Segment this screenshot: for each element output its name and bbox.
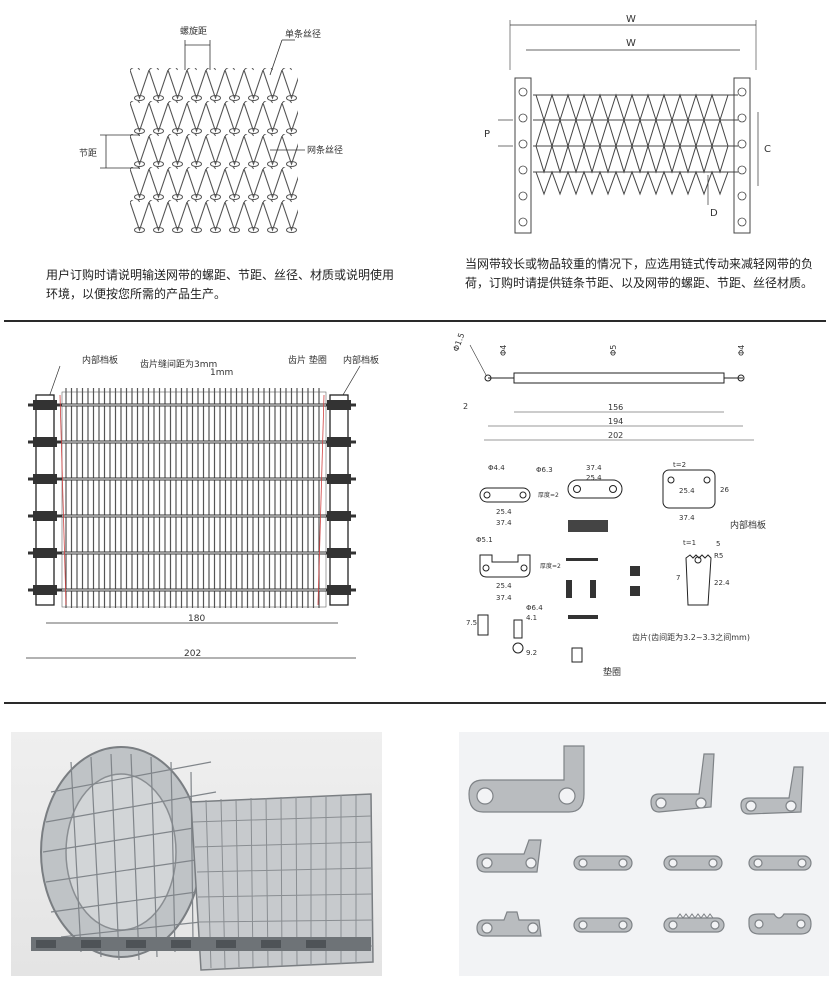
part-d-dim-2: 37.4 (496, 594, 512, 602)
parts-photo-render (468, 745, 812, 937)
spiral-pitch-label: 螺旋距 (180, 25, 207, 37)
dim-202: 202 (184, 649, 201, 659)
inner-guard-right-label: 内部档板 (343, 354, 379, 366)
dim-d: D (710, 208, 718, 219)
thickness-2b: 厚度=2 (540, 562, 561, 570)
mesh-wire-label: 网条丝径 (307, 144, 343, 156)
part-b-dim-2: 25.4 (586, 474, 602, 482)
single-wire-label: 单条丝径 (285, 28, 321, 40)
dim-202-shaft: 202 (608, 431, 623, 440)
inner-guard-label: 内部档板 (730, 519, 766, 531)
part-d-dim-1: 25.4 (496, 582, 512, 590)
tooth-dim-7: 7 (676, 574, 680, 582)
divider-2 (4, 702, 826, 704)
thickness-2a: 厚度=2 (538, 491, 559, 499)
one-mm-label: 1mm (210, 368, 233, 378)
tooth-r5: R5 (714, 552, 723, 560)
weave-diagram: 螺旋距 单条丝径 节距 网条丝径 (79, 25, 343, 233)
dim-c: C (764, 144, 771, 155)
part-a-dim-2: 37.4 (496, 519, 512, 527)
part-a-phi: Φ4.4 (488, 464, 505, 472)
dim-180: 180 (188, 614, 205, 624)
dim-p: P (484, 129, 490, 140)
weave-diagram-panel: 螺旋距 单条丝径 节距 网条丝径 用户订购时请说明输送网带的螺距、节距、丝径、材… (0, 0, 418, 320)
part-a-dim-1: 25.4 (496, 508, 512, 516)
washer-dim-3: 7.5 (466, 619, 477, 627)
assembly-diagram: 内部档板 齿片缝间距为3mm 1mm 齿片 垫圈 内部档板 (26, 354, 379, 659)
tooth-gap-label: 齿片缝间距为3mm (140, 358, 217, 370)
belt-photo (11, 732, 382, 976)
part-b-phi: Φ6.3 (536, 466, 553, 474)
assembly-panel: 内部档板 齿片缝间距为3mm 1mm 齿片 垫圈 内部档板 (0, 330, 418, 700)
dim-194: 194 (608, 417, 623, 426)
dim-w-inner: W (626, 38, 636, 49)
phi-4-right: Φ4 (737, 345, 746, 356)
tooth-grid (61, 391, 327, 608)
phi-5: Φ5 (609, 345, 618, 356)
weave-caption: 用户订购时请说明输送网带的螺距、节距、丝径、材质或说明使用环境，以便按您所需的产… (46, 268, 395, 301)
tooth-spacer-label: 齿片 垫圈 (288, 354, 327, 366)
dim-2: 2 (463, 402, 468, 411)
phi-4-left: Φ4 (499, 345, 508, 356)
washer-phi: Φ6.4 (526, 604, 543, 612)
divider-1 (4, 320, 826, 322)
pitch-label: 节距 (79, 148, 97, 159)
inner-guard-left-label: 内部档板 (82, 354, 118, 366)
chain-drive-panel: W W P C D 当网带较长或物品较重的情况下，应选用链式传动来减轻网带的负荷… (418, 0, 836, 320)
parts-drawing: Φ1.5 Φ4 Φ5 Φ4 2 156 194 202 Φ4.4 25.4 37… (451, 332, 766, 678)
tooth-t: t=1 (683, 539, 696, 547)
tooth-dim-5: 5 (716, 540, 720, 548)
part-c-t: t=2 (673, 461, 686, 469)
chain-drive-diagram: W W P C D (484, 14, 771, 234)
dim-w-outer: W (626, 14, 636, 25)
part-b-dim-1: 37.4 (586, 464, 602, 472)
part-c-dim-3: 26 (720, 486, 729, 494)
washer-dim-2: 4.1 (526, 614, 537, 622)
mesh-pattern (130, 68, 298, 233)
phi-1-5: Φ1.5 (451, 332, 466, 353)
spacer-caption: 垫圈 (603, 666, 621, 678)
chain-caption: 当网带较长或物品较重的情况下，应选用链式传动来减轻网带的负荷，订购时请提供链条节… (465, 257, 814, 290)
washer-dim-4: 9.2 (526, 649, 537, 657)
part-c-dim-1: 25.4 (679, 487, 695, 495)
tooth-caption: 齿片(齿间距为3.2~3.3之间mm) (632, 632, 750, 642)
part-d-phi: Φ5.1 (476, 536, 493, 544)
tooth-dim-22-4: 22.4 (714, 579, 730, 587)
parts-drawing-panel: Φ1.5 Φ4 Φ5 Φ4 2 156 194 202 Φ4.4 25.4 37… (418, 330, 836, 700)
belt-photo-render (31, 746, 374, 971)
parts-photo (459, 732, 829, 976)
dim-156: 156 (608, 403, 623, 412)
part-c-dim-2: 37.4 (679, 514, 695, 522)
